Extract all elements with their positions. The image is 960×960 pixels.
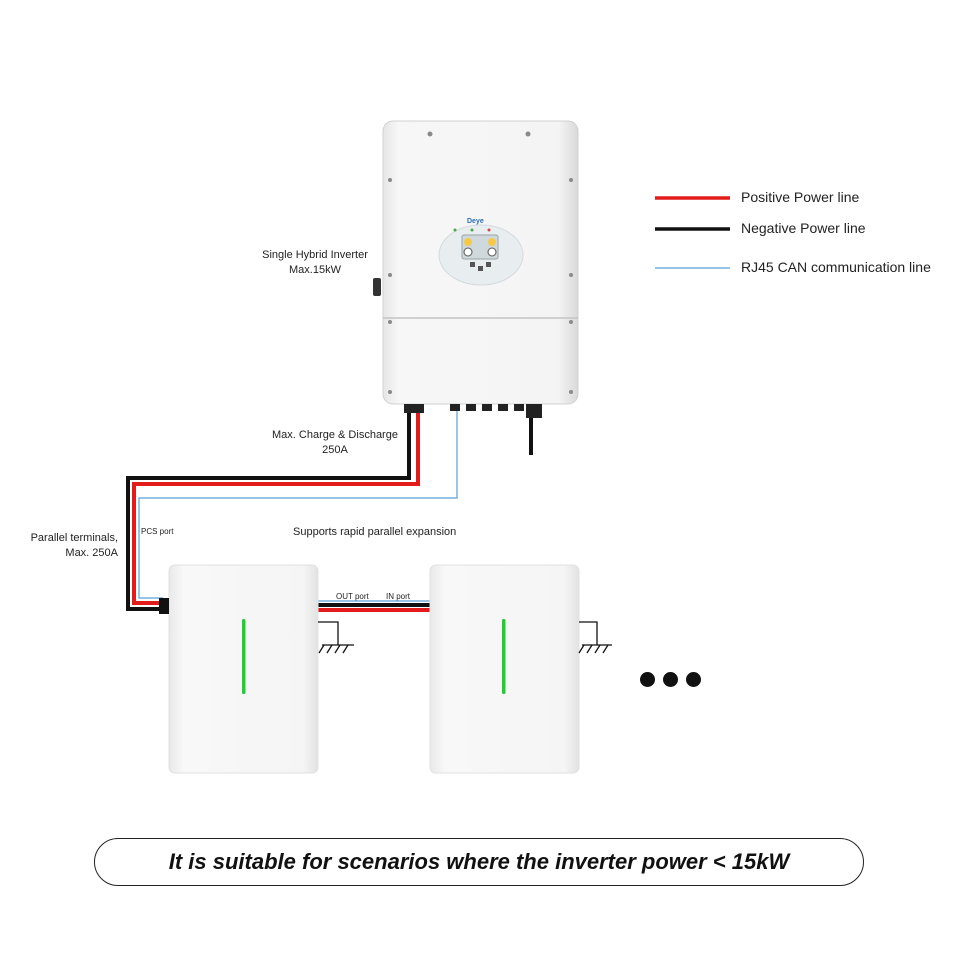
suitability-banner: It is suitable for scenarios where the i… [94,838,864,886]
battery-module-2 [429,564,580,774]
more-batteries-ellipsis [640,672,701,687]
battery-2-indicator [502,619,506,694]
battery-module-1 [159,564,319,774]
ellipsis-dot [686,672,701,687]
inverter-label-line2: Max.15kW [289,264,341,276]
battery-link-cables [318,600,430,612]
cable-label-line1: Max. Charge & Discharge [272,429,398,441]
expansion-label: Supports rapid parallel expansion [293,526,457,538]
in-port-label: IN port [386,592,411,601]
inverter-label: Single Hybrid Inverter Max.15kW [250,248,380,278]
legend-negative-label: Negative Power line [741,220,866,236]
legend-rj45-label: RJ45 CAN communication line [741,259,931,275]
cable-label: Max. Charge & Discharge 250A [260,428,410,458]
inverter-brand: Deye [467,218,484,225]
parallel-label-line2: Max. 250A [65,547,118,559]
legend-lines [655,196,730,269]
hybrid-inverter [373,120,579,455]
parallel-label-line1: Parallel terminals, [30,532,118,544]
ground-symbol-1 [318,621,354,654]
parallel-terminals-label: Parallel terminals, Max. 250A [10,531,118,561]
battery-1-indicator [242,619,246,694]
ellipsis-dot [663,672,678,687]
banner-text: It is suitable for scenarios where the i… [168,849,790,874]
out-port-label: OUT port [336,592,369,601]
power-cables [126,411,458,611]
pcs-port-label: PCS port [141,527,174,536]
ellipsis-dot [640,672,655,687]
legend-positive-label: Positive Power line [741,189,860,205]
inverter-label-line1: Single Hybrid Inverter [262,249,368,261]
cable-label-line2: 250A [322,444,348,456]
ground-symbol-2 [578,621,612,654]
